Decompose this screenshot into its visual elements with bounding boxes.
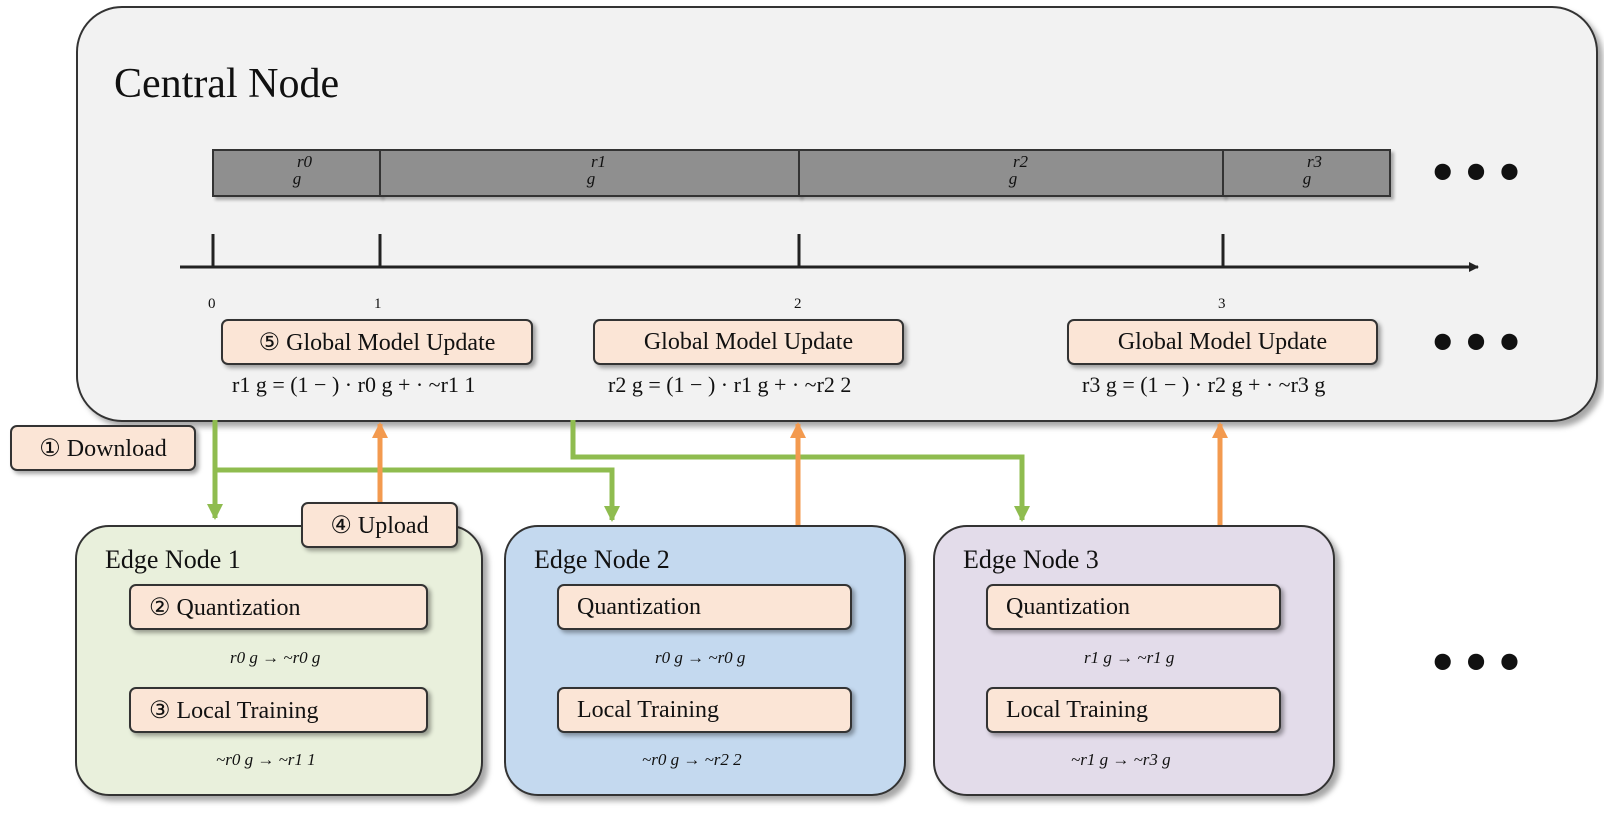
edge-node-3 (933, 525, 1335, 796)
tick-label-0: 0 (208, 296, 216, 312)
more-edge-nodes-ellipsis: ••• (1428, 636, 1529, 690)
update-equation-2: r2 g = (1 − ) · r1 g + · ~r2 2 (608, 372, 852, 397)
more-updates-ellipsis: ••• (1428, 316, 1529, 370)
tick-label-3: 3 (1218, 296, 1226, 312)
global-model-update-box-2: Global Model Update (593, 319, 904, 365)
edge-3-training-transition: ~r1 g → ~r3 g (1071, 750, 1171, 769)
round-segment-0 (212, 149, 381, 197)
edge-node-1-title: Edge Node 1 (105, 545, 241, 574)
edge-1-quantization-transition: r0 g → ~r0 g (230, 648, 321, 667)
edge-1-local-training-box: ③ Local Training (129, 687, 428, 733)
round-segment-2 (798, 149, 1224, 197)
edge-node-1 (75, 525, 483, 796)
edge-2-quantization-transition: r0 g → ~r0 g (655, 648, 746, 667)
upload-step-label: ④ Upload (301, 502, 458, 548)
round-segment-3 (1222, 149, 1391, 197)
update-equation-3: r3 g = (1 − ) · r2 g + · ~r3 g (1082, 372, 1326, 397)
edge-2-quantization-box: Quantization (557, 584, 852, 630)
timeline-axis (180, 234, 1479, 272)
upload-arrows (372, 422, 1228, 525)
tick-label-2: 2 (794, 296, 802, 312)
download-step-label: ① Download (10, 425, 196, 471)
more-rounds-ellipsis: ••• (1428, 146, 1529, 200)
edge-1-training-transition: ~r0 g → ~r1 1 (216, 750, 316, 769)
edge-node-2 (504, 525, 906, 796)
tick-label-1: 1 (374, 296, 382, 312)
edge-2-local-training-box: Local Training (557, 687, 852, 733)
central-node-title: Central Node (114, 61, 340, 107)
edge-3-quantization-transition: r1 g → ~r1 g (1084, 648, 1175, 667)
global-model-update-box-3: Global Model Update (1067, 319, 1378, 365)
edge-node-3-title: Edge Node 3 (963, 545, 1099, 574)
round-segment-1 (379, 149, 800, 197)
edge-3-local-training-box: Local Training (986, 687, 1281, 733)
edge-3-quantization-box: Quantization (986, 584, 1281, 630)
edge-node-2-title: Edge Node 2 (534, 545, 670, 574)
update-equation-1: r1 g = (1 − ) · r0 g + · ~r1 1 (232, 372, 476, 397)
edge-2-training-transition: ~r0 g → ~r2 2 (642, 750, 742, 769)
global-model-update-box-1: ⑤ Global Model Update (221, 319, 533, 365)
edge-1-quantization-box: ② Quantization (129, 584, 428, 630)
